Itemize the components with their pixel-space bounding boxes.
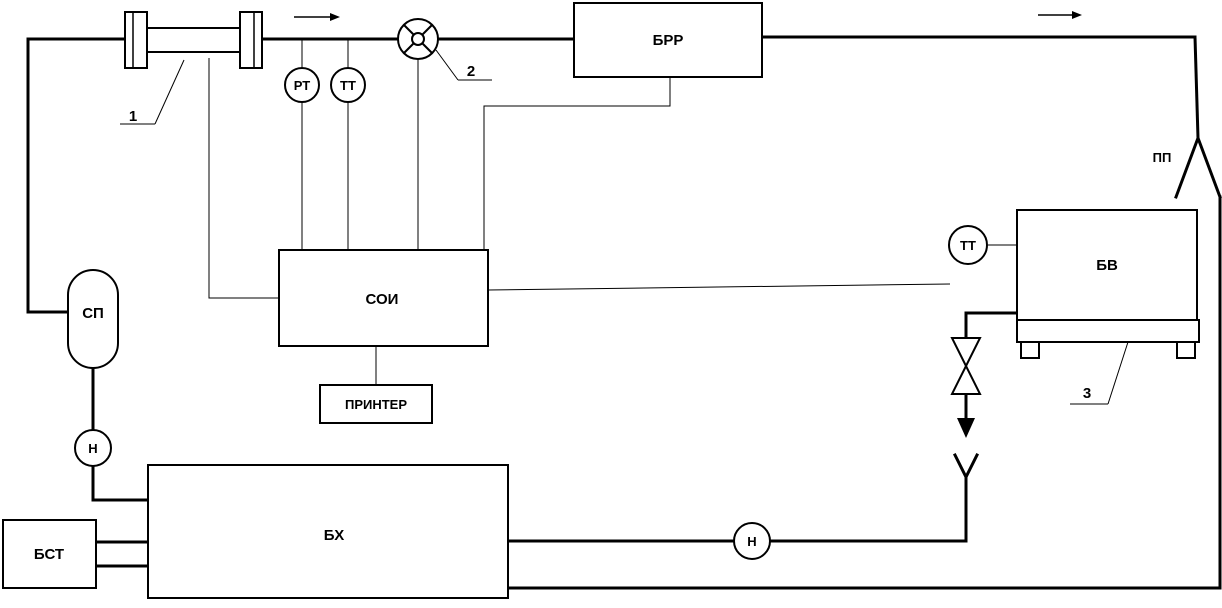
gauge-rt: РТ [284,67,320,103]
gauge-rt-label: РТ [294,78,310,93]
block-bst: БСТ [2,519,97,589]
callout-1: 1 [120,59,185,125]
pipe-top-left [26,37,127,314]
vessel-sp-label: СП [82,305,104,322]
callout-2-number: 2 [467,63,475,80]
gauge-tt-top: ТТ [330,67,366,103]
wire-brr-soi [483,78,671,250]
pump-n-left-label: Н [88,441,97,456]
pp-label: ПП [1153,150,1172,165]
flowmeter [124,11,263,69]
wire-soi-tt [487,283,951,291]
pp-funnel [1174,133,1222,199]
pipe-return-right [506,195,1222,590]
block-printer: ПРИНТЕР [319,384,433,424]
signal-wires [208,39,1017,385]
pipe-bv-drain [964,311,1019,340]
scale-platform [1016,319,1200,359]
callout-2: 2 [435,49,492,81]
drain-arrow [957,418,975,438]
wire-meter-soi [208,58,279,299]
gauge-tt-right: ТТ [948,225,988,265]
pump-n-bottom: Н [733,522,771,560]
block-printer-label: ПРИНТЕР [345,397,407,412]
block-bh: БХ [147,464,509,599]
pipelines [26,35,1222,590]
vessel-sp: СП [67,269,119,369]
receiver-funnel [952,452,980,481]
pump-n-bottom-label: Н [747,534,756,549]
pipe-n-to-bh [91,464,150,502]
pipe-right-down [1193,35,1200,140]
shutoff-valve [950,337,982,395]
block-brr-label: БРР [653,32,684,49]
pump-n-left: Н [74,429,112,467]
block-bv-label: БВ [1096,257,1118,274]
block-soi: СОИ [278,249,489,347]
callout-3-number: 3 [1083,385,1091,402]
block-brr: БРР [573,2,763,78]
valve-symbol [397,18,439,60]
block-bv: БВ [1016,209,1198,321]
callout-1-number: 1 [129,108,137,125]
flow-arrow-right [1038,11,1082,19]
block-bst-label: БСТ [34,546,64,563]
callout-3: 3 [1070,341,1129,405]
gauge-tt-top-label: ТТ [340,78,356,93]
gauge-tt-right-label: ТТ [960,238,976,253]
block-soi-label: СОИ [366,291,399,308]
pipe-n-to-receiver [768,475,968,543]
flow-arrow-top [294,13,340,21]
block-bh-label: БХ [324,527,344,544]
